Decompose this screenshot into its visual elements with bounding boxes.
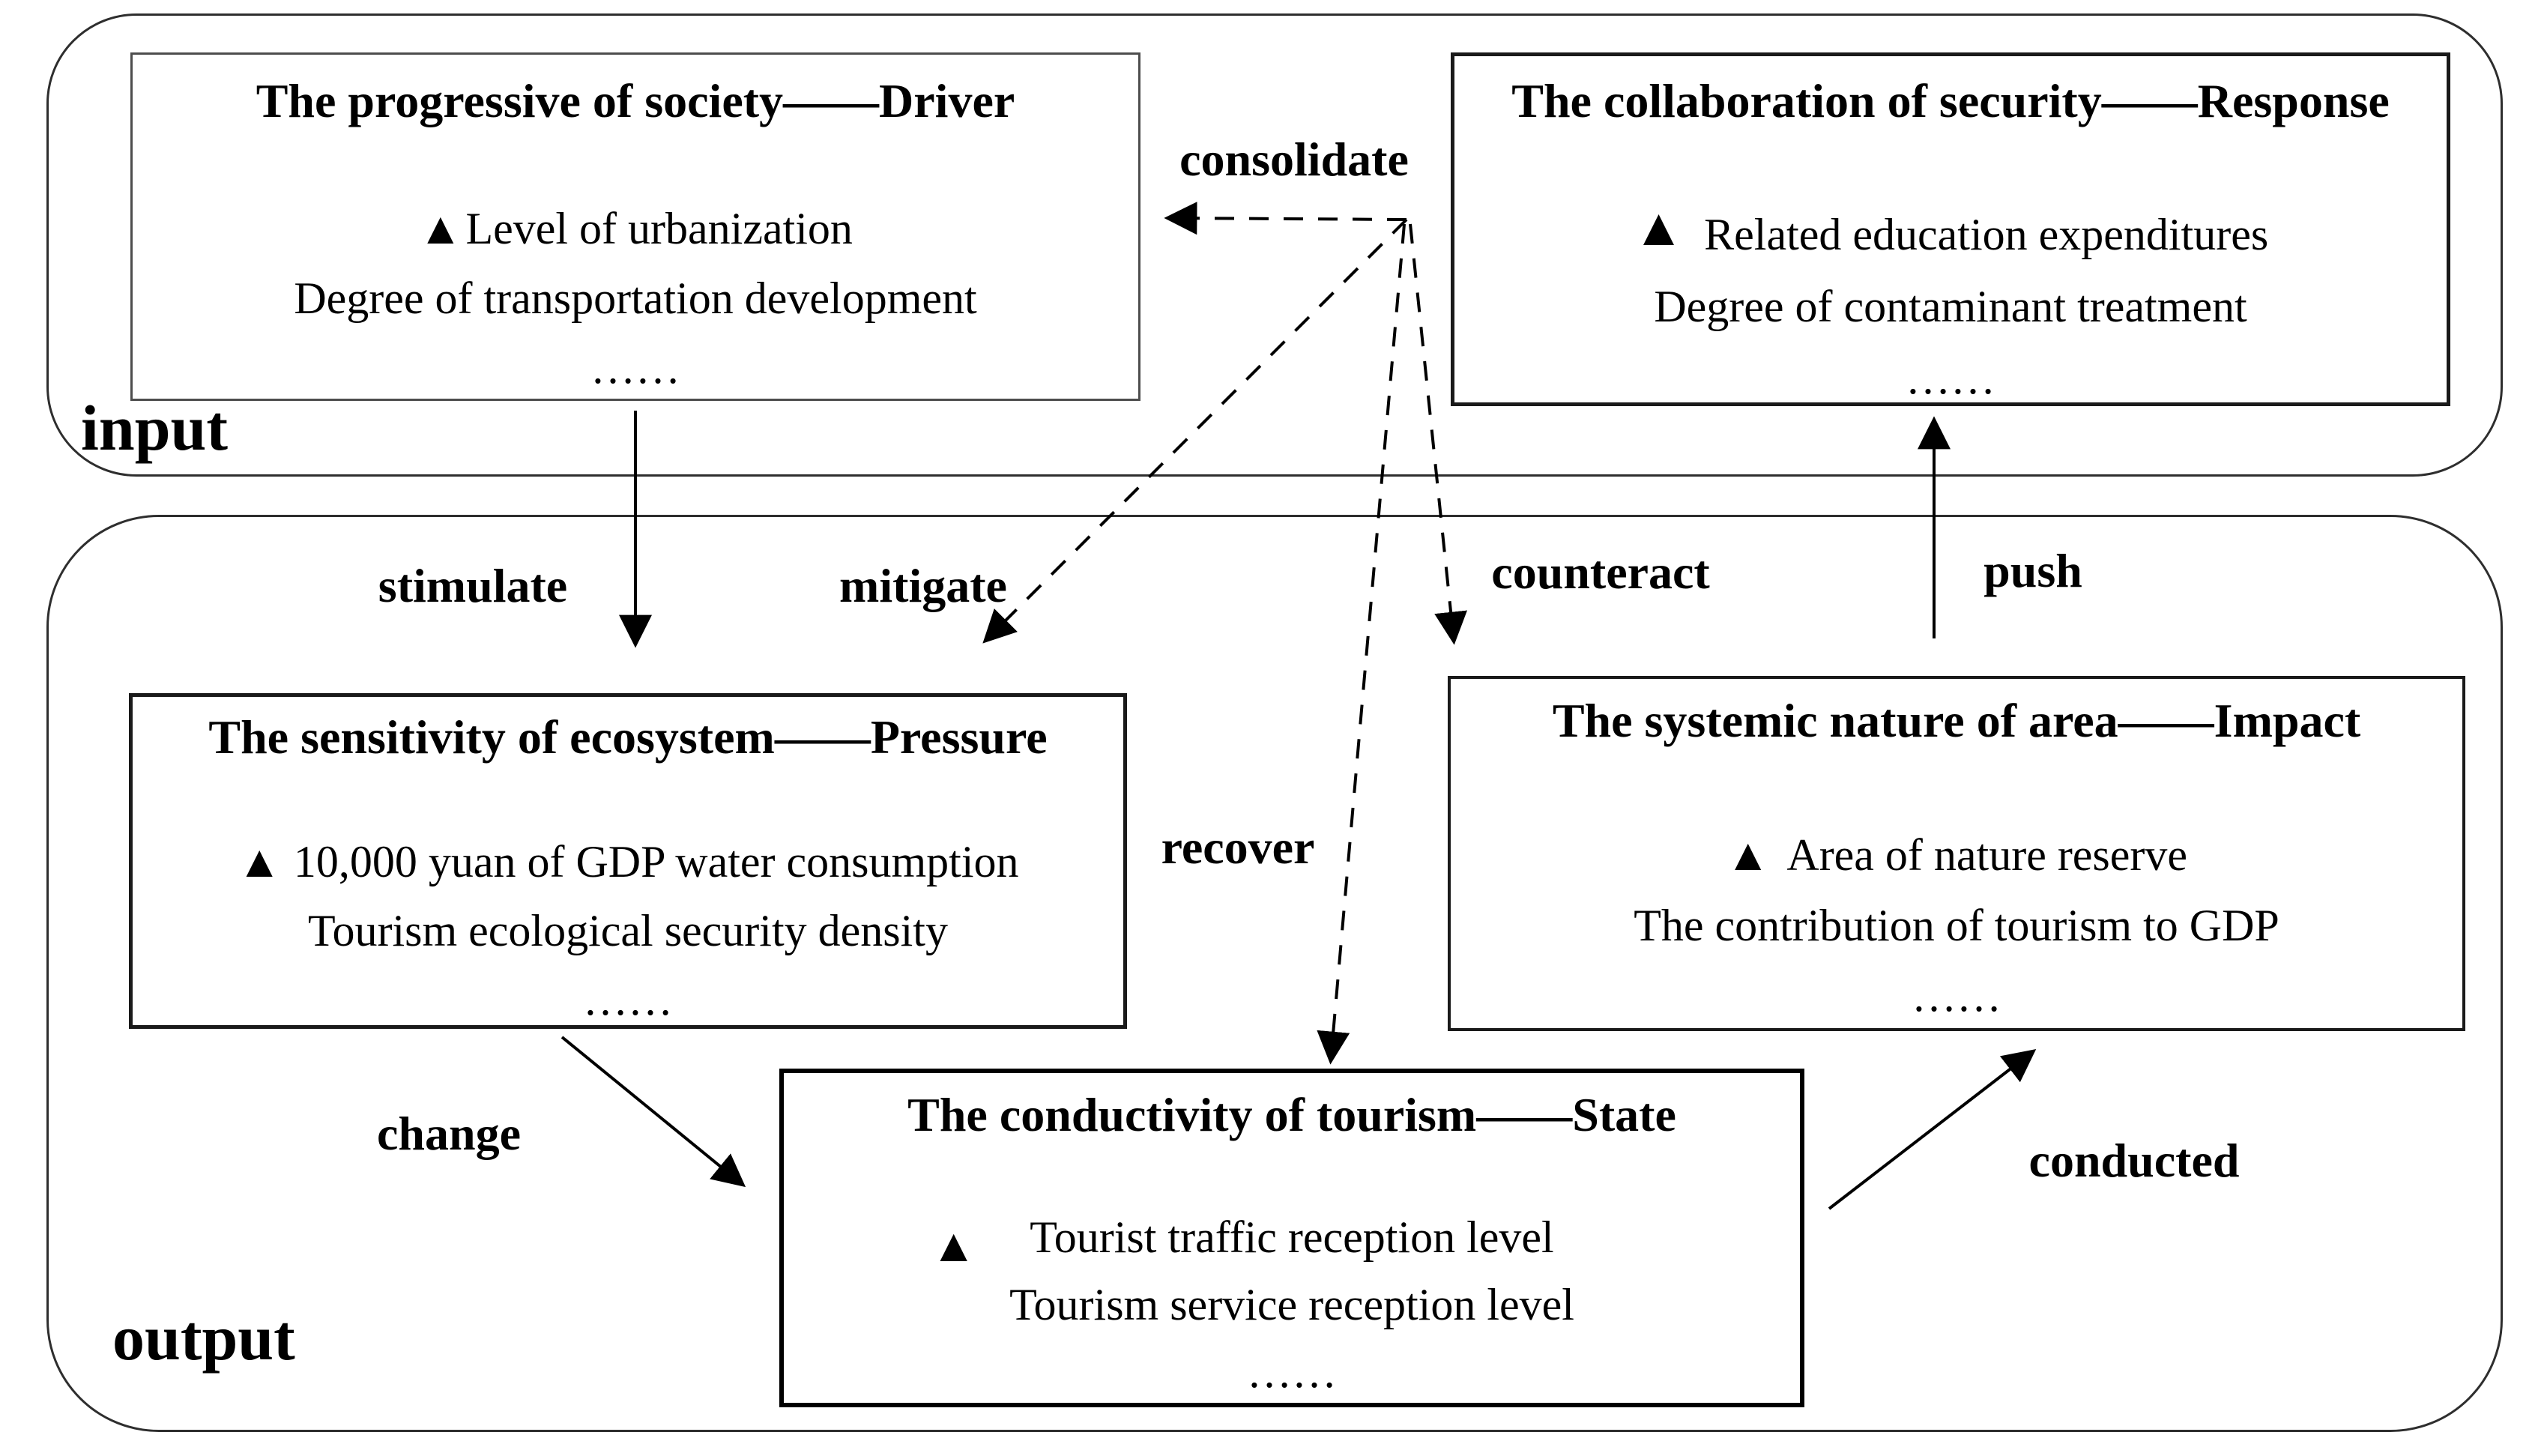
output-group-label: output [112, 1302, 295, 1374]
edge-label-push: push [1983, 544, 2082, 597]
response-item-1-text: Related education expenditures [1704, 210, 2269, 259]
driver-box-title: The progressive of society——Driver [256, 74, 1015, 127]
response-item-2: Degree of contaminant treatment [1654, 282, 2247, 331]
pressure-box-title: The sensitivity of ecosystem——Pressure [208, 710, 1048, 764]
input-group-label: input [81, 392, 229, 464]
change-arrow [561, 1036, 746, 1188]
impact-item-2: The contribution of tourism to GDP [1634, 901, 2279, 950]
response-box-title: The collaboration of security——Response [1511, 74, 2390, 127]
pressure-box: The sensitivity of ecosystem——Pressure ▲… [129, 693, 1127, 1029]
state-item-ellipsis: …… [1247, 1347, 1337, 1397]
impact-item-1-text: Area of nature reserve [1786, 830, 2188, 880]
edge-label-change: change [377, 1107, 521, 1160]
response-item-1: ▲ Related education expenditures [1633, 197, 2268, 271]
response-box: The collaboration of security——Response … [1451, 52, 2450, 406]
edge-label-mitigate: mitigate [839, 559, 1007, 612]
driver-item-1: ▲Level of urbanization [418, 194, 853, 264]
pressure-item-1-text: 10,000 yuan of GDP water consumption [293, 837, 1019, 886]
state-item-1: Tourist traffic reception level [1030, 1212, 1554, 1262]
edge-label-conducted: conducted [2028, 1134, 2240, 1187]
edge-label-consolidate: consolidate [1179, 133, 1409, 186]
driver-item-2: Degree of transportation development [294, 274, 977, 323]
triangle-bullet-icon: ▲ [418, 204, 463, 253]
output-group-container [46, 515, 2503, 1432]
recover-dashed-arrow [1317, 223, 1406, 1065]
response-item-ellipsis: …… [1906, 354, 1995, 403]
consolidate-dashed-arrow [1164, 202, 1407, 235]
input-group-container [46, 13, 2503, 477]
impact-item-ellipsis: …… [1912, 971, 2001, 1021]
edge-label-counteract: counteract [1491, 546, 1710, 599]
pressure-item-1: ▲10,000 yuan of GDP water consumption [237, 827, 1018, 896]
triangle-bullet-icon: ▲ [1725, 830, 1771, 880]
mitigate-dashed-arrow [982, 218, 1408, 644]
pressure-item-2: Tourism ecological security density [308, 906, 948, 955]
edge-label-stimulate: stimulate [378, 559, 568, 612]
conducted-arrow [1828, 1048, 2037, 1210]
state-box-title: The conductivity of tourism——State [907, 1088, 1676, 1141]
state-item-2: Tourism service reception level [1009, 1280, 1574, 1329]
triangle-bullet-icon: ▲ [931, 1221, 977, 1272]
driver-item-ellipsis: …… [590, 343, 680, 393]
driver-box: The progressive of society——Driver ▲Leve… [130, 52, 1140, 401]
driver-item-1-text: Level of urbanization [465, 204, 853, 253]
triangle-bullet-icon: ▲ [237, 837, 282, 886]
impact-box: The systemic nature of area——Impact ▲ Are… [1448, 676, 2465, 1031]
counteract-dashed-arrow [1409, 223, 1467, 645]
impact-box-title: The systemic nature of area——Impact [1552, 694, 2361, 747]
pressure-item-ellipsis: …… [583, 975, 673, 1024]
edge-label-recover: recover [1161, 821, 1315, 874]
impact-item-1: ▲ Area of nature reserve [1726, 820, 2187, 890]
triangle-bullet-icon: ▲ [1632, 199, 1685, 257]
state-box: The conductivity of tourism——State ▲ Tou… [779, 1069, 1804, 1407]
